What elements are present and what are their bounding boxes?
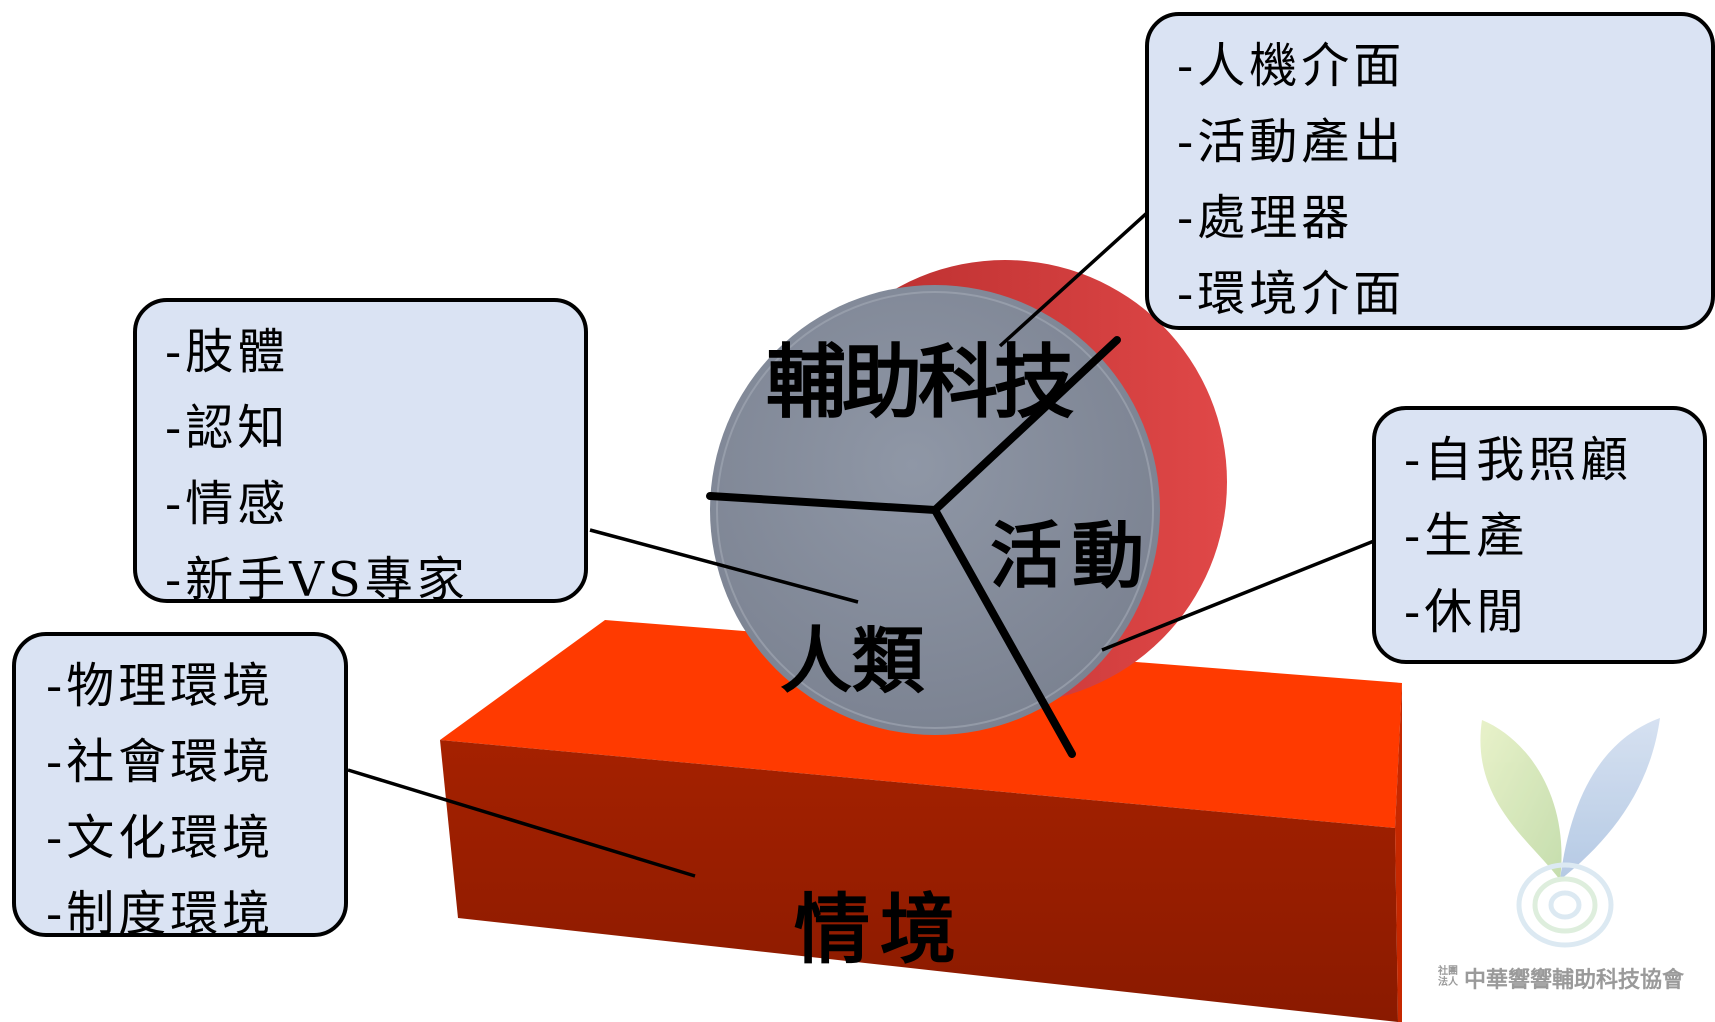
sector-dividers — [706, 336, 1121, 758]
logo-ripple-1 — [1516, 862, 1614, 948]
activity-item: -生產 — [1404, 508, 1529, 564]
logo-ripple-3 — [1548, 890, 1582, 920]
technology-item: -處理器 — [1177, 190, 1354, 246]
human-item: -認知 — [165, 400, 290, 456]
technology-item: -活動產出 — [1177, 114, 1406, 170]
context-item: -制度環境 — [46, 886, 275, 942]
technology-item: -環境介面 — [1177, 266, 1406, 322]
context-block-right-face — [1395, 683, 1402, 1022]
human-item: -情感 — [165, 476, 290, 532]
technology-item: -人機介面 — [1177, 38, 1406, 94]
context-item: -物理環境 — [46, 658, 275, 714]
divider-left — [706, 492, 939, 514]
human-components-box: -肢體 -認知 -情感 -新手VS專家 — [133, 298, 588, 608]
logo-leaf-blue — [1560, 718, 1660, 880]
context-item: -文化環境 — [46, 810, 275, 866]
activity-item: -休閒 — [1404, 584, 1529, 640]
watermark-name: 中華響響輔助科技協會 — [1464, 968, 1685, 993]
connector-human — [589, 528, 859, 604]
divider-upper-right — [931, 336, 1121, 514]
technology-components-box: -人機介面 -活動產出 -處理器 -環境介面 — [1145, 12, 1715, 330]
association-logo — [1480, 718, 1660, 948]
human-item: -新手VS專家 — [165, 552, 469, 608]
activity-components-box: -自我照顧 -生產 -休閒 — [1372, 406, 1707, 664]
divider-lower-right — [931, 506, 1076, 758]
connector-technology — [998, 210, 1150, 348]
activity-item: -自我照顧 — [1404, 432, 1633, 488]
label-technology: 輔助科技 — [766, 335, 1074, 429]
label-activity: 活動 — [990, 513, 1155, 598]
label-human: 人類 — [780, 618, 925, 703]
connectors — [347, 210, 1375, 878]
logo-ripple-2 — [1532, 876, 1598, 934]
connector-activity — [1101, 539, 1375, 652]
logo-leaf-green — [1480, 720, 1562, 880]
disc-face-highlight — [716, 291, 1154, 729]
context-components-box: -物理環境 -社會環境 -文化環境 -制度環境 — [12, 632, 348, 942]
connector-context — [347, 768, 696, 878]
context-block-front — [440, 740, 1398, 1022]
label-context: 情境 — [794, 885, 966, 974]
watermark-prefix: 社團法人 — [1438, 966, 1458, 988]
context-item: -社會環境 — [46, 734, 275, 790]
human-item: -肢體 — [165, 324, 290, 380]
